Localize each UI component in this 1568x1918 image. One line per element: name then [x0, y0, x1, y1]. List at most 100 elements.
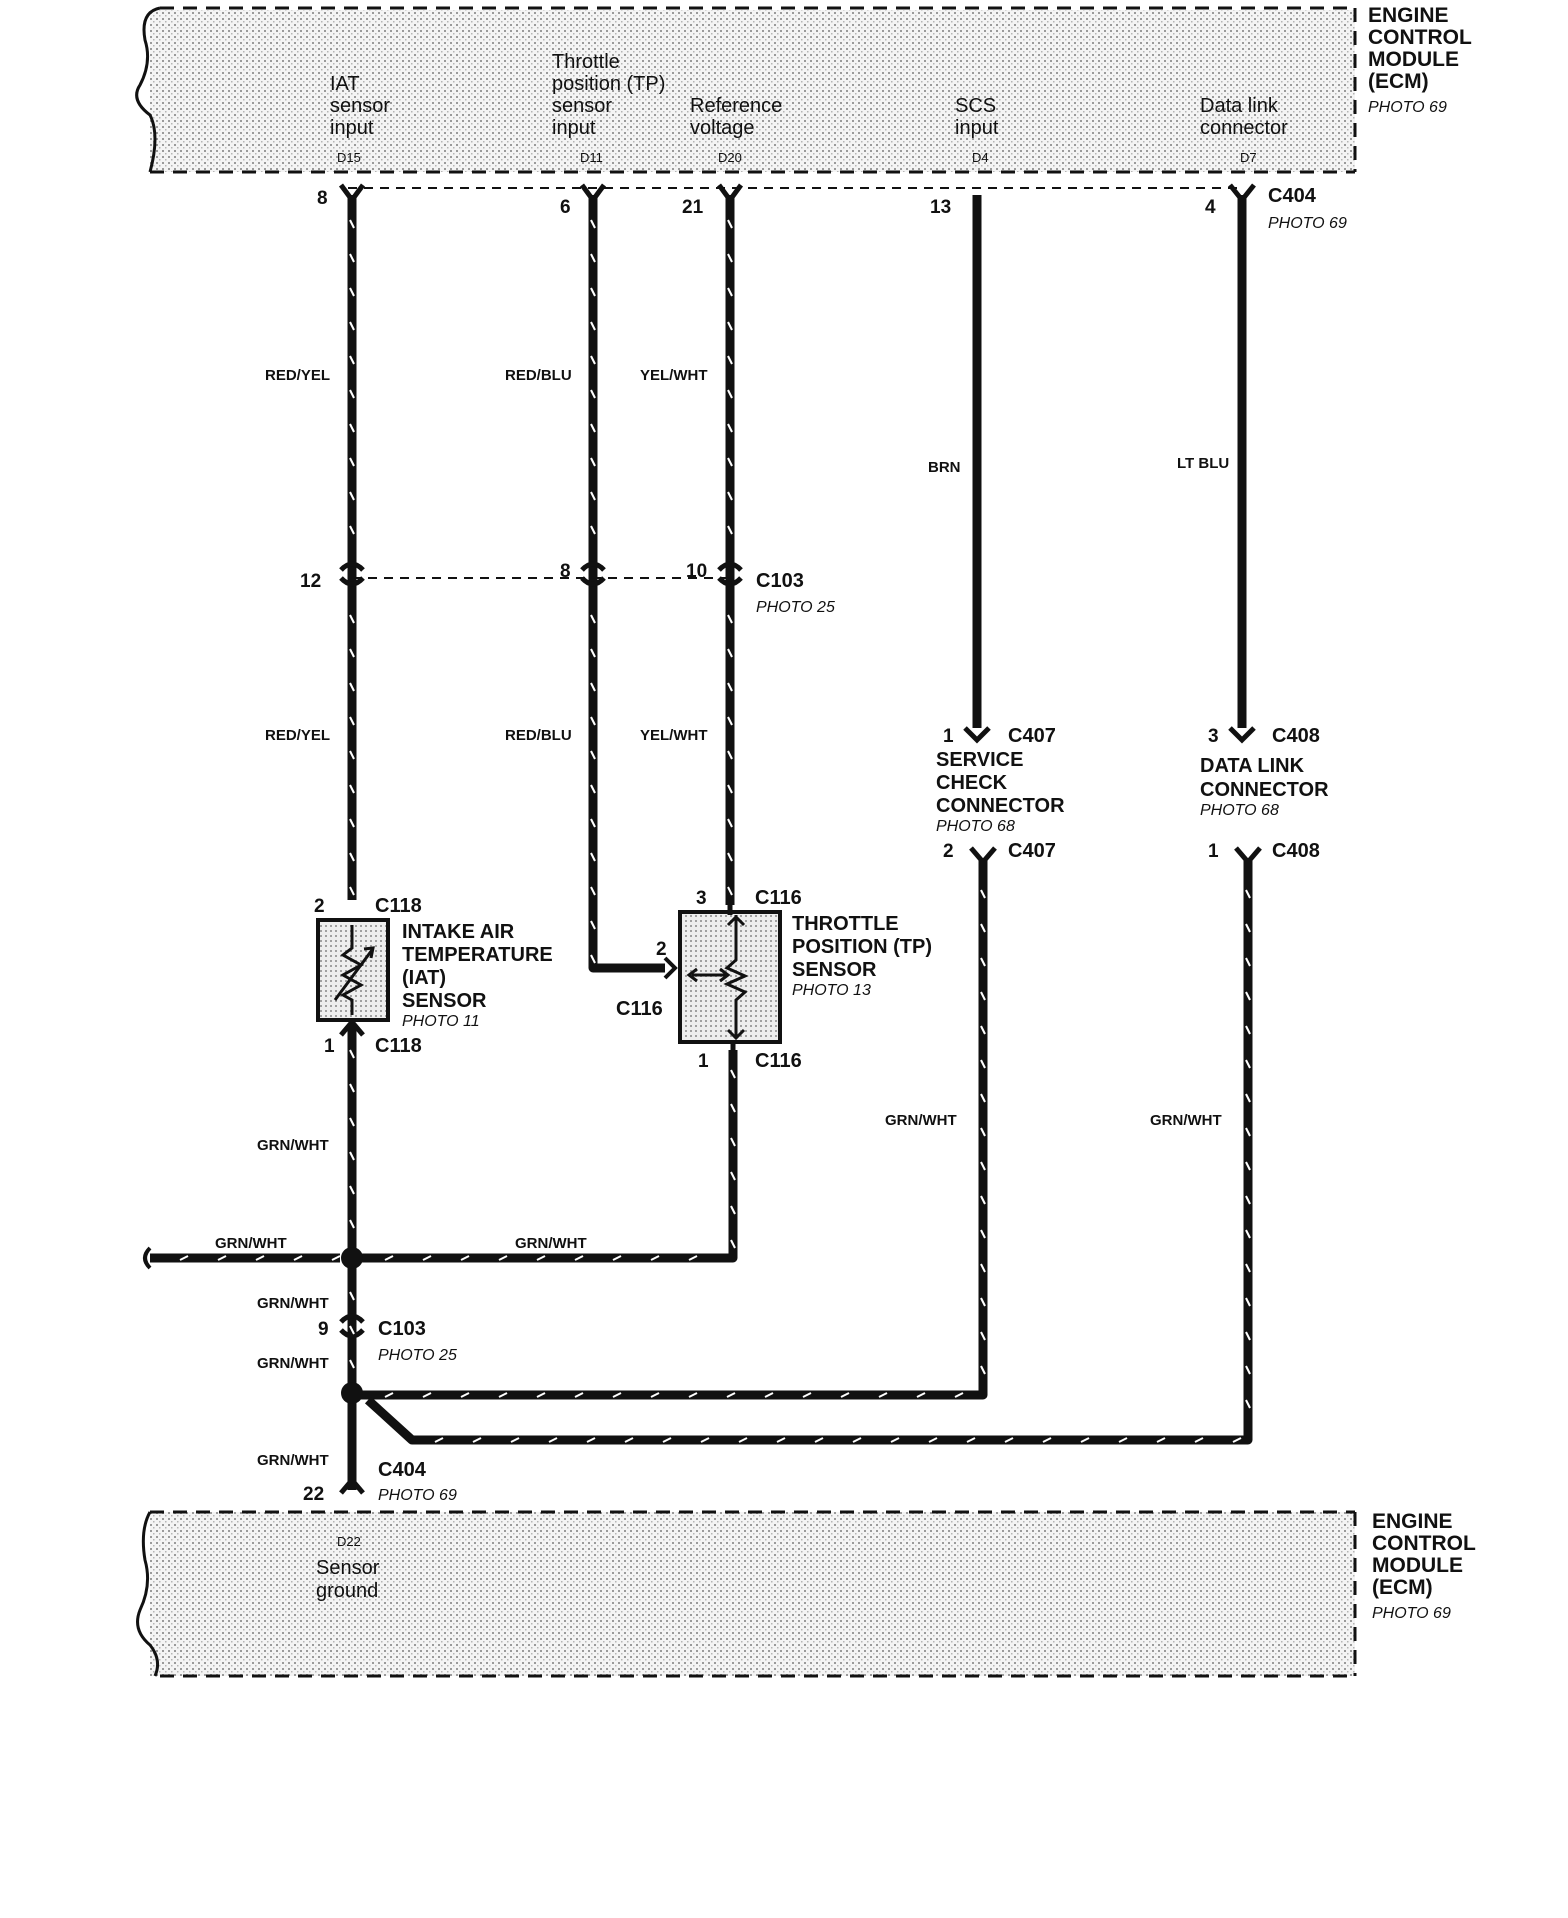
c103-ground-terminal: [339, 1328, 365, 1339]
wire-tick: [590, 682, 596, 692]
wire-tick: [730, 1171, 736, 1181]
ecm-title-line: ENGINE: [1372, 1510, 1453, 1533]
ecm-sensor-ground: D22 Sensor ground: [316, 1534, 380, 1602]
wire-tick: [179, 1255, 189, 1261]
iat-sensor-label: TEMPERATURE: [402, 944, 553, 966]
c103-ground-pin: 9: [318, 1319, 329, 1340]
wire-tick: [727, 457, 733, 467]
wire-tick: [727, 287, 733, 297]
wire-color-label: RED/YEL: [265, 367, 330, 384]
c407-bottom-pin: 2: [943, 841, 954, 862]
wire-tick: [980, 923, 986, 933]
ecm-input-desc: position (TP): [552, 73, 665, 95]
c103-ground-terminal: [339, 1313, 365, 1324]
c404-bottom-label: C404: [378, 1459, 427, 1481]
wire-tick: [331, 1255, 341, 1261]
wire-tick: [255, 1255, 265, 1261]
wire-tick: [590, 525, 596, 535]
wire-tick: [590, 954, 596, 964]
wire-color-label: GRN/WHT: [515, 1235, 587, 1252]
ecm-terminal: D7: [1240, 150, 1257, 165]
ecm-input-tp: Throttle position (TP) sensor input D11: [552, 51, 665, 165]
c408-top-label: C408: [1272, 725, 1320, 747]
ecm-pin-scs: 13: [930, 197, 951, 218]
ecm-bottom-title: ENGINE CONTROL MODULE (ECM) PHOTO 69: [1372, 1510, 1476, 1622]
ecm-pin-iat: 8: [317, 188, 328, 209]
wire-tick: [349, 818, 355, 828]
wire-tick: [928, 1437, 938, 1443]
wire-tick: [590, 614, 596, 624]
wire-tick: [1080, 1437, 1090, 1443]
ecm-input-desc: Data link: [1200, 95, 1279, 117]
wire-tick: [349, 682, 355, 692]
dlc-connector-label: DATA LINK: [1200, 755, 1305, 777]
wire-tick: [349, 614, 355, 624]
wire-tick: [590, 321, 596, 331]
tp-sensor-label: POSITION (TP): [792, 936, 932, 958]
c118-bottom-pin: 1: [324, 1036, 335, 1057]
ecm-input-desc: SCS: [955, 95, 996, 117]
wire-tick: [727, 750, 733, 760]
wire-tick: [700, 1437, 710, 1443]
c116-mid-label: C116: [616, 998, 663, 1020]
wire-tick: [727, 423, 733, 433]
wire-tick: [730, 1069, 736, 1079]
c404-bottom-photo: PHOTO 69: [378, 1487, 457, 1504]
tp-sensor-label: SENSOR: [792, 959, 877, 981]
iat-sensor: [316, 918, 390, 1022]
wire-color-label: GRN/WHT: [257, 1295, 329, 1312]
wire-tick: [434, 1437, 444, 1443]
c103-pin: 12: [300, 571, 321, 592]
wire-tick: [1042, 1437, 1052, 1443]
ecm-pin-dlc: 4: [1205, 197, 1216, 218]
c116-bottom-label: C116: [755, 1050, 802, 1072]
wire-tick: [727, 321, 733, 331]
c103-label: C103: [756, 570, 804, 592]
ecm-terminal: D4: [972, 150, 989, 165]
ecm-ground-desc: ground: [316, 1580, 378, 1602]
wire-tick: [650, 1392, 660, 1398]
tp-sensor-label: THROTTLE: [792, 913, 899, 935]
wire-color-label: YEL/WHT: [640, 727, 708, 744]
wire-tick: [349, 423, 355, 433]
wire-tick: [1245, 1195, 1251, 1205]
wire-tick: [1245, 1229, 1251, 1239]
wire-tick: [727, 389, 733, 399]
wire-tick: [980, 1331, 986, 1341]
wire-color-label: RED/YEL: [265, 727, 330, 744]
wire-tick: [954, 1392, 964, 1398]
wire-color-label: GRN/WHT: [257, 1137, 329, 1154]
wire-tick: [980, 1161, 986, 1171]
wire-tick: [730, 1205, 736, 1215]
wire-tick: [349, 287, 355, 297]
ecm-pin-tp: 6: [560, 197, 571, 218]
wire-tick: [890, 1437, 900, 1443]
wire-tick: [730, 1103, 736, 1113]
ecm-terminal: D15: [337, 150, 361, 165]
ecm-terminal: D22: [337, 1534, 361, 1549]
ecm-photo-ref: PHOTO 69: [1372, 1605, 1451, 1622]
wire-tick: [727, 852, 733, 862]
scs-connector-label: CHECK: [936, 772, 1008, 794]
wire-tick: [878, 1392, 888, 1398]
c103-ground-label: C103: [378, 1318, 426, 1340]
scs-connector-photo: PHOTO 68: [936, 818, 1015, 835]
wire-tick: [349, 1117, 355, 1127]
ecm-title-line: MODULE: [1372, 1554, 1463, 1577]
wire-tick: [727, 818, 733, 828]
wire-tick: [726, 1392, 736, 1398]
wire-tick: [293, 1255, 303, 1261]
c404-top-photo: PHOTO 69: [1268, 215, 1347, 232]
wire-tick: [590, 253, 596, 263]
ecm-title-line: MODULE: [1368, 48, 1459, 71]
wire-tick: [590, 389, 596, 399]
ecm-input-desc: input: [552, 117, 596, 139]
ecm-ground-pin: 22: [303, 1484, 324, 1505]
wire-tick: [1245, 889, 1251, 899]
wire-color-label: LT BLU: [1177, 455, 1229, 472]
wire-tick: [548, 1437, 558, 1443]
wire-tick: [590, 750, 596, 760]
wire-tick: [590, 648, 596, 658]
wire-tick: [1245, 1161, 1251, 1171]
wire-tick: [980, 1025, 986, 1035]
